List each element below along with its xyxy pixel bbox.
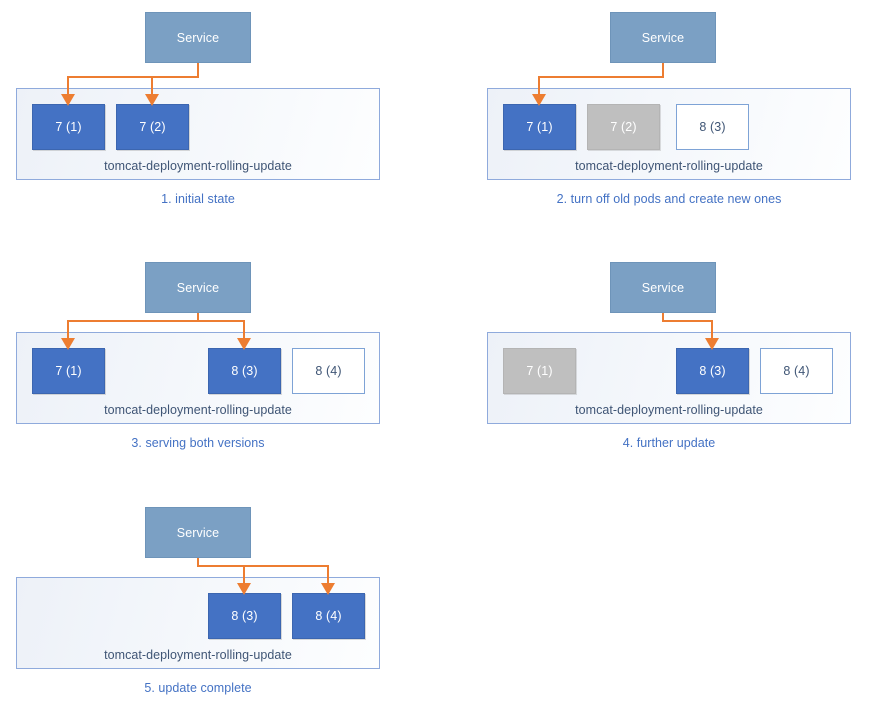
- pod-label: 7 (2): [610, 120, 637, 134]
- pod-8-3: 8 (3): [208, 348, 281, 394]
- pod-label: 8 (4): [315, 609, 342, 623]
- panel-caption: 5. update complete: [144, 681, 252, 695]
- pod-7-1: 7 (1): [503, 348, 576, 394]
- pod-label: 8 (4): [315, 364, 342, 378]
- pod-label: 8 (4): [783, 364, 810, 378]
- pod-8-4: 8 (4): [292, 348, 365, 394]
- service-box: Service: [610, 262, 716, 313]
- deployment-label: tomcat-deployment-rolling-update: [104, 403, 292, 417]
- service-label: Service: [176, 30, 220, 45]
- pod-7-1: 7 (1): [32, 348, 105, 394]
- service-label: Service: [176, 525, 220, 540]
- pod-8-3: 8 (3): [208, 593, 281, 639]
- pod-label: 8 (3): [699, 120, 726, 134]
- pod-7-1: 7 (1): [32, 104, 105, 150]
- pod-label: 7 (1): [55, 364, 82, 378]
- pod-7-2: 7 (2): [116, 104, 189, 150]
- panel-caption: 2. turn off old pods and create new ones: [556, 192, 782, 206]
- service-box: Service: [145, 12, 251, 63]
- pod-8-4: 8 (4): [292, 593, 365, 639]
- service-label: Service: [176, 280, 220, 295]
- pod-7-1: 7 (1): [503, 104, 576, 150]
- pod-8-3: 8 (3): [676, 104, 749, 150]
- pod-7-2: 7 (2): [587, 104, 660, 150]
- service-box: Service: [145, 262, 251, 313]
- deployment-label: tomcat-deployment-rolling-update: [575, 403, 763, 417]
- panel-caption: 4. further update: [622, 436, 716, 450]
- pod-label: 7 (1): [55, 120, 82, 134]
- deployment-container: tomcat-deployment-rolling-update: [487, 88, 851, 180]
- pod-label: 8 (3): [231, 364, 258, 378]
- deployment-label: tomcat-deployment-rolling-update: [104, 648, 292, 662]
- deployment-label: tomcat-deployment-rolling-update: [575, 159, 763, 173]
- deployment-label: tomcat-deployment-rolling-update: [104, 159, 292, 173]
- pod-label: 8 (3): [699, 364, 726, 378]
- panel-caption: 1. initial state: [161, 192, 235, 206]
- pod-8-3: 8 (3): [676, 348, 749, 394]
- service-box: Service: [610, 12, 716, 63]
- service-label: Service: [641, 30, 685, 45]
- service-label: Service: [641, 280, 685, 295]
- panel-caption: 3. serving both versions: [131, 436, 265, 450]
- pod-label: 7 (2): [139, 120, 166, 134]
- pod-8-4: 8 (4): [760, 348, 833, 394]
- service-box: Service: [145, 507, 251, 558]
- pod-label: 7 (1): [526, 364, 553, 378]
- pod-label: 8 (3): [231, 609, 258, 623]
- pod-label: 7 (1): [526, 120, 553, 134]
